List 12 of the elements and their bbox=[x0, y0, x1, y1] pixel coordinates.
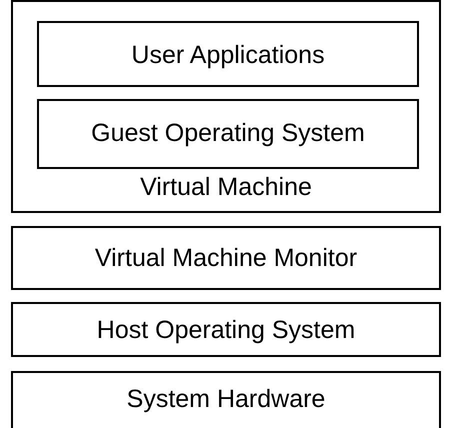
layer-box bbox=[11, 302, 441, 357]
layer-label: System Hardware bbox=[126, 384, 326, 414]
layer-label: Virtual Machine bbox=[139, 172, 313, 202]
layer-label: Host Operating System bbox=[96, 315, 356, 345]
virtual-machine-box bbox=[11, 0, 441, 213]
layer-label: Virtual Machine Monitor bbox=[94, 243, 358, 273]
layer-box bbox=[37, 21, 419, 87]
layer-box bbox=[11, 371, 441, 428]
layer-label: Guest Operating System bbox=[90, 118, 366, 148]
layer-box bbox=[11, 226, 441, 290]
layer-box bbox=[37, 99, 419, 169]
layer-label: User Applications bbox=[130, 40, 326, 70]
